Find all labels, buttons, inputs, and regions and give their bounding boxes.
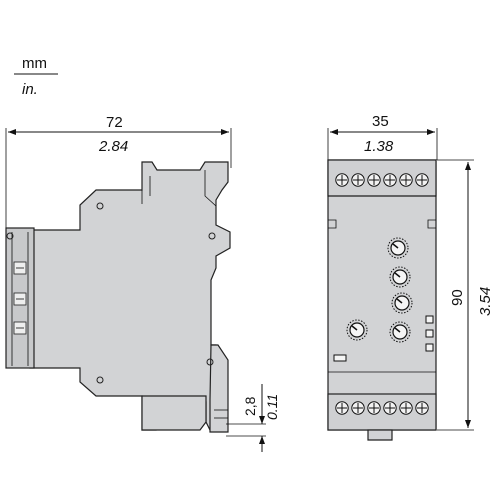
front-height-dimension: 90 3.54	[437, 159, 494, 431]
unit-mm-label: mm	[22, 55, 47, 72]
top-terminal-screws	[335, 173, 429, 187]
side-hole	[96, 376, 104, 384]
side-terminal-screws	[13, 261, 27, 335]
front-din-clip	[367, 429, 393, 441]
adjustment-dials	[346, 237, 413, 343]
front-width-mm: 35	[372, 113, 389, 130]
front-width-dimension: 35 1.38	[327, 113, 438, 160]
dial-3	[391, 292, 413, 314]
status-leds	[425, 315, 434, 352]
units-legend: mm in.	[14, 55, 58, 98]
rail-dimension: 2,8 0.11	[226, 384, 280, 452]
dial-2	[389, 266, 411, 288]
side-hole	[208, 232, 216, 240]
side-top-clip	[141, 170, 217, 207]
dial-1	[387, 237, 409, 259]
side-hole	[96, 202, 104, 210]
dial-4	[346, 319, 368, 341]
rail-mm: 2,8	[242, 396, 258, 416]
side-body	[29, 161, 231, 431]
rail-in: 0.11	[264, 394, 280, 420]
front-view: 35 1.38 90 3.54	[327, 113, 494, 441]
unit-in-label: in.	[22, 81, 38, 98]
front-width-in: 1.38	[364, 138, 394, 155]
front-body	[327, 159, 437, 431]
side-width-mm: 72	[106, 114, 123, 131]
side-bottom-clip	[141, 395, 207, 431]
front-height-in: 3.54	[477, 287, 494, 316]
bottom-terminal-screws	[335, 401, 429, 415]
side-hole	[206, 358, 214, 366]
front-label-slot	[333, 354, 347, 362]
front-height-mm: 90	[449, 289, 466, 306]
side-rail-clip	[209, 344, 229, 433]
dial-5	[389, 321, 411, 343]
side-width-in: 2.84	[98, 138, 128, 155]
side-width-dimension: 72 2.84	[5, 114, 232, 228]
side-view: 72 2.84	[5, 114, 280, 452]
